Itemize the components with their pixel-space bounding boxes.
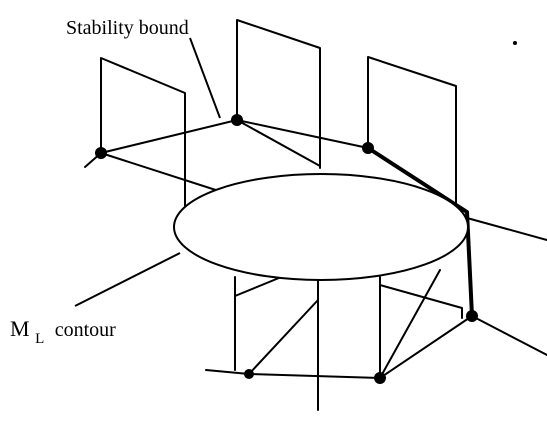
ml-contour-leader xyxy=(74,252,181,307)
radial-lower-left xyxy=(248,299,319,375)
frame-upper-right xyxy=(367,56,457,204)
vertex-upper-right xyxy=(362,142,374,154)
frame-upper-center xyxy=(236,19,321,169)
bound-vertices xyxy=(95,114,478,384)
vertex-lower-right xyxy=(466,310,478,322)
upper-bound-polyline xyxy=(84,119,369,168)
ml-contour-suffix: contour xyxy=(55,319,116,341)
ml-contour-label: M L contour xyxy=(10,316,116,348)
stability-bound-label: Stability bound xyxy=(66,17,189,39)
vertex-upper-left xyxy=(95,147,107,159)
radial-lower-right xyxy=(379,269,441,379)
highlighted-segment xyxy=(366,146,474,318)
frame-upper-left xyxy=(100,57,186,201)
ml-contour-subscript: L xyxy=(35,331,44,347)
highlighted-bound-edge xyxy=(366,146,474,318)
upper-bound-edges xyxy=(84,119,547,241)
lower-bound-polyline xyxy=(205,315,547,379)
radial-upper-left xyxy=(100,152,223,193)
lower-frames xyxy=(234,261,463,411)
upper-frames xyxy=(100,19,457,204)
radial-right-outer xyxy=(466,217,547,241)
frame-lower-left xyxy=(234,261,319,411)
frame-lower-right xyxy=(379,284,463,319)
ml-contour-main: M xyxy=(10,316,30,341)
stray-dot xyxy=(513,41,517,45)
vertex-upper-center xyxy=(231,114,243,126)
vertex-lower-left xyxy=(244,369,254,379)
radial-upper-center xyxy=(236,119,321,167)
vertex-lower-center xyxy=(374,372,386,384)
stability-bound-leader xyxy=(189,37,221,119)
ml-contour-ellipse xyxy=(173,173,469,281)
